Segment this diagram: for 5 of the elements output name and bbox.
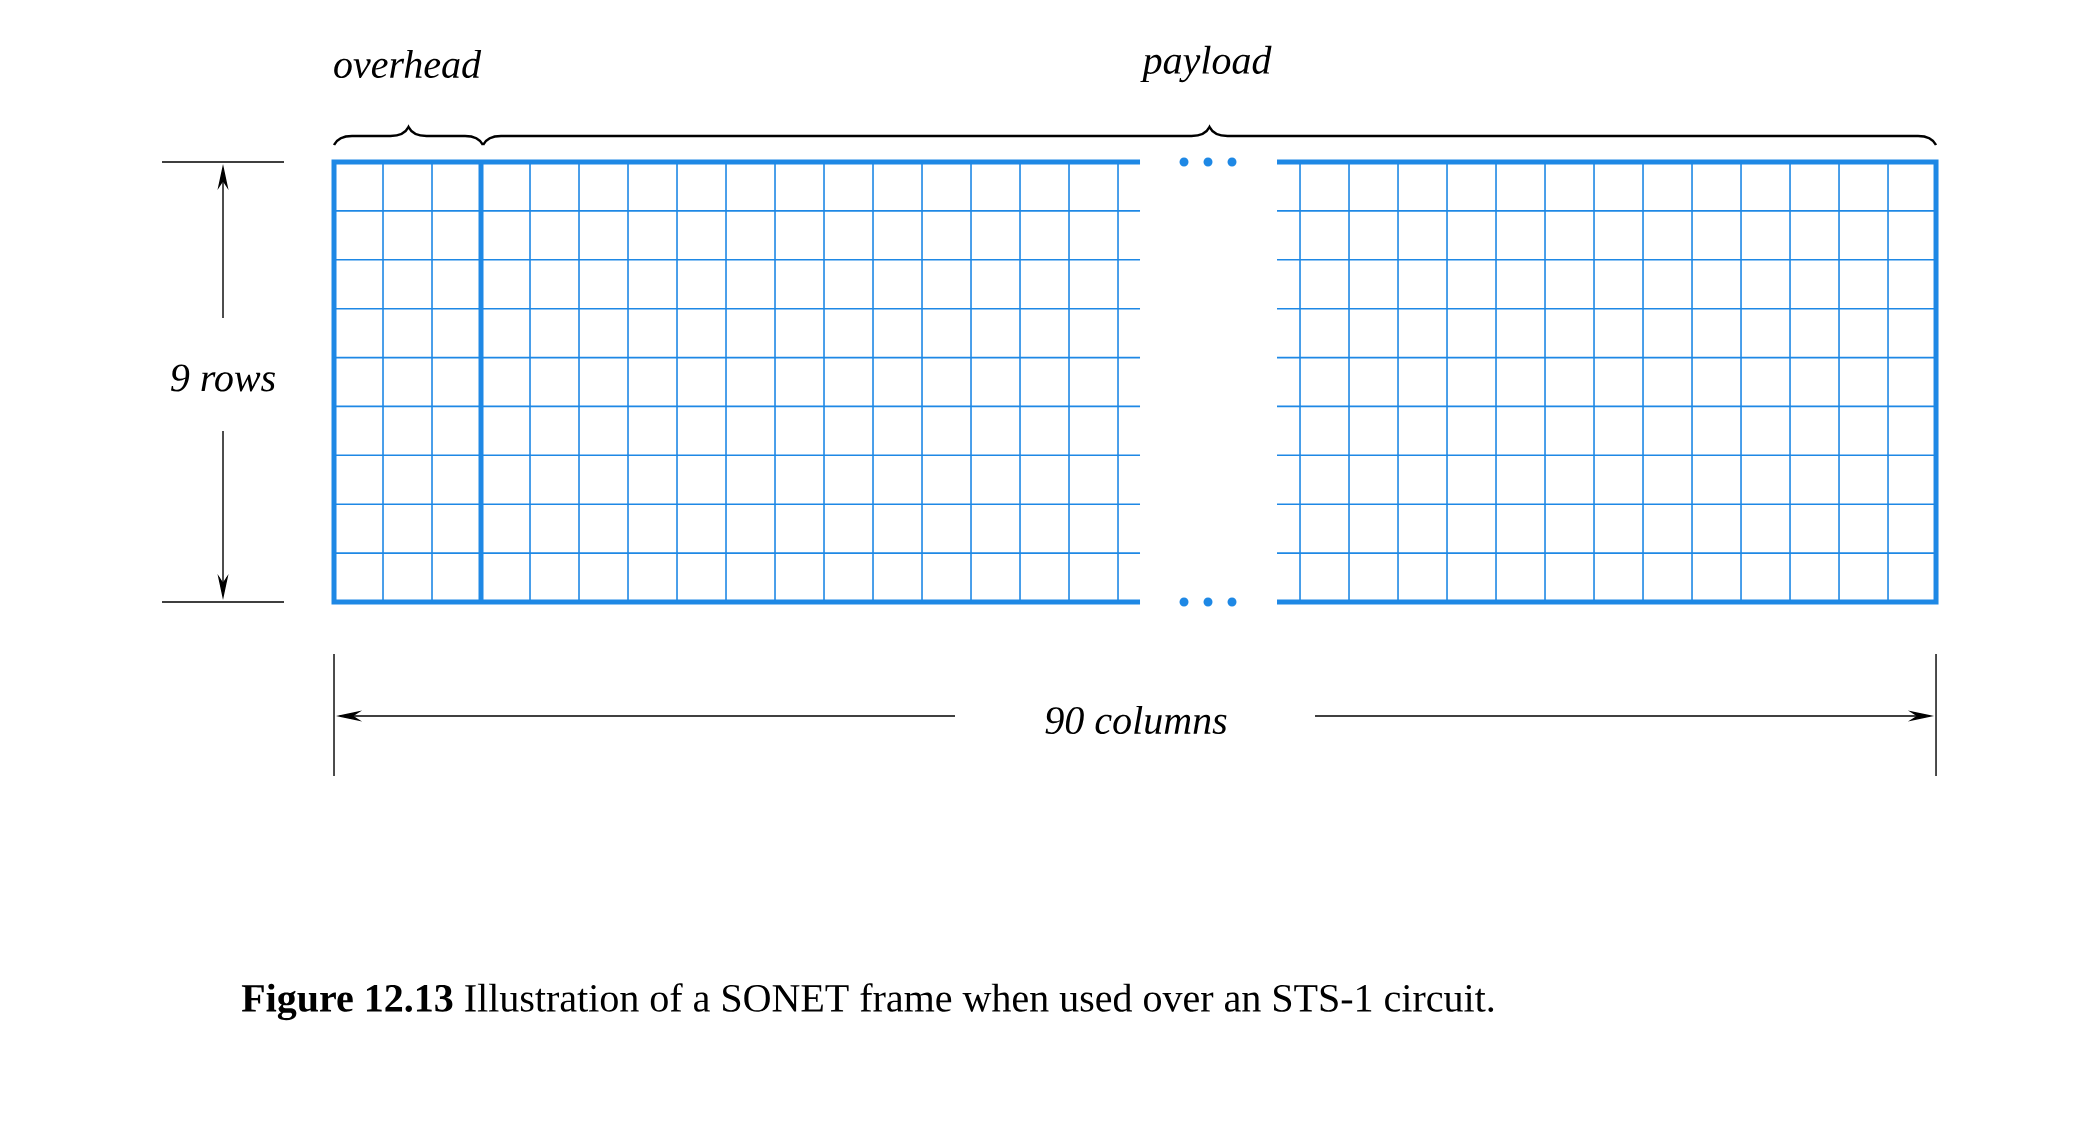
figure-caption: Figure 12.13 Illustration of a SONET frame when used over an STS-1 circuit. (241, 983, 1494, 1021)
dimension-label: 9 rows (171, 364, 275, 392)
brace-label: overhead (334, 49, 482, 79)
brace-label: payload (1140, 45, 1272, 83)
dimension-label: 90 columns (1045, 705, 1227, 735)
